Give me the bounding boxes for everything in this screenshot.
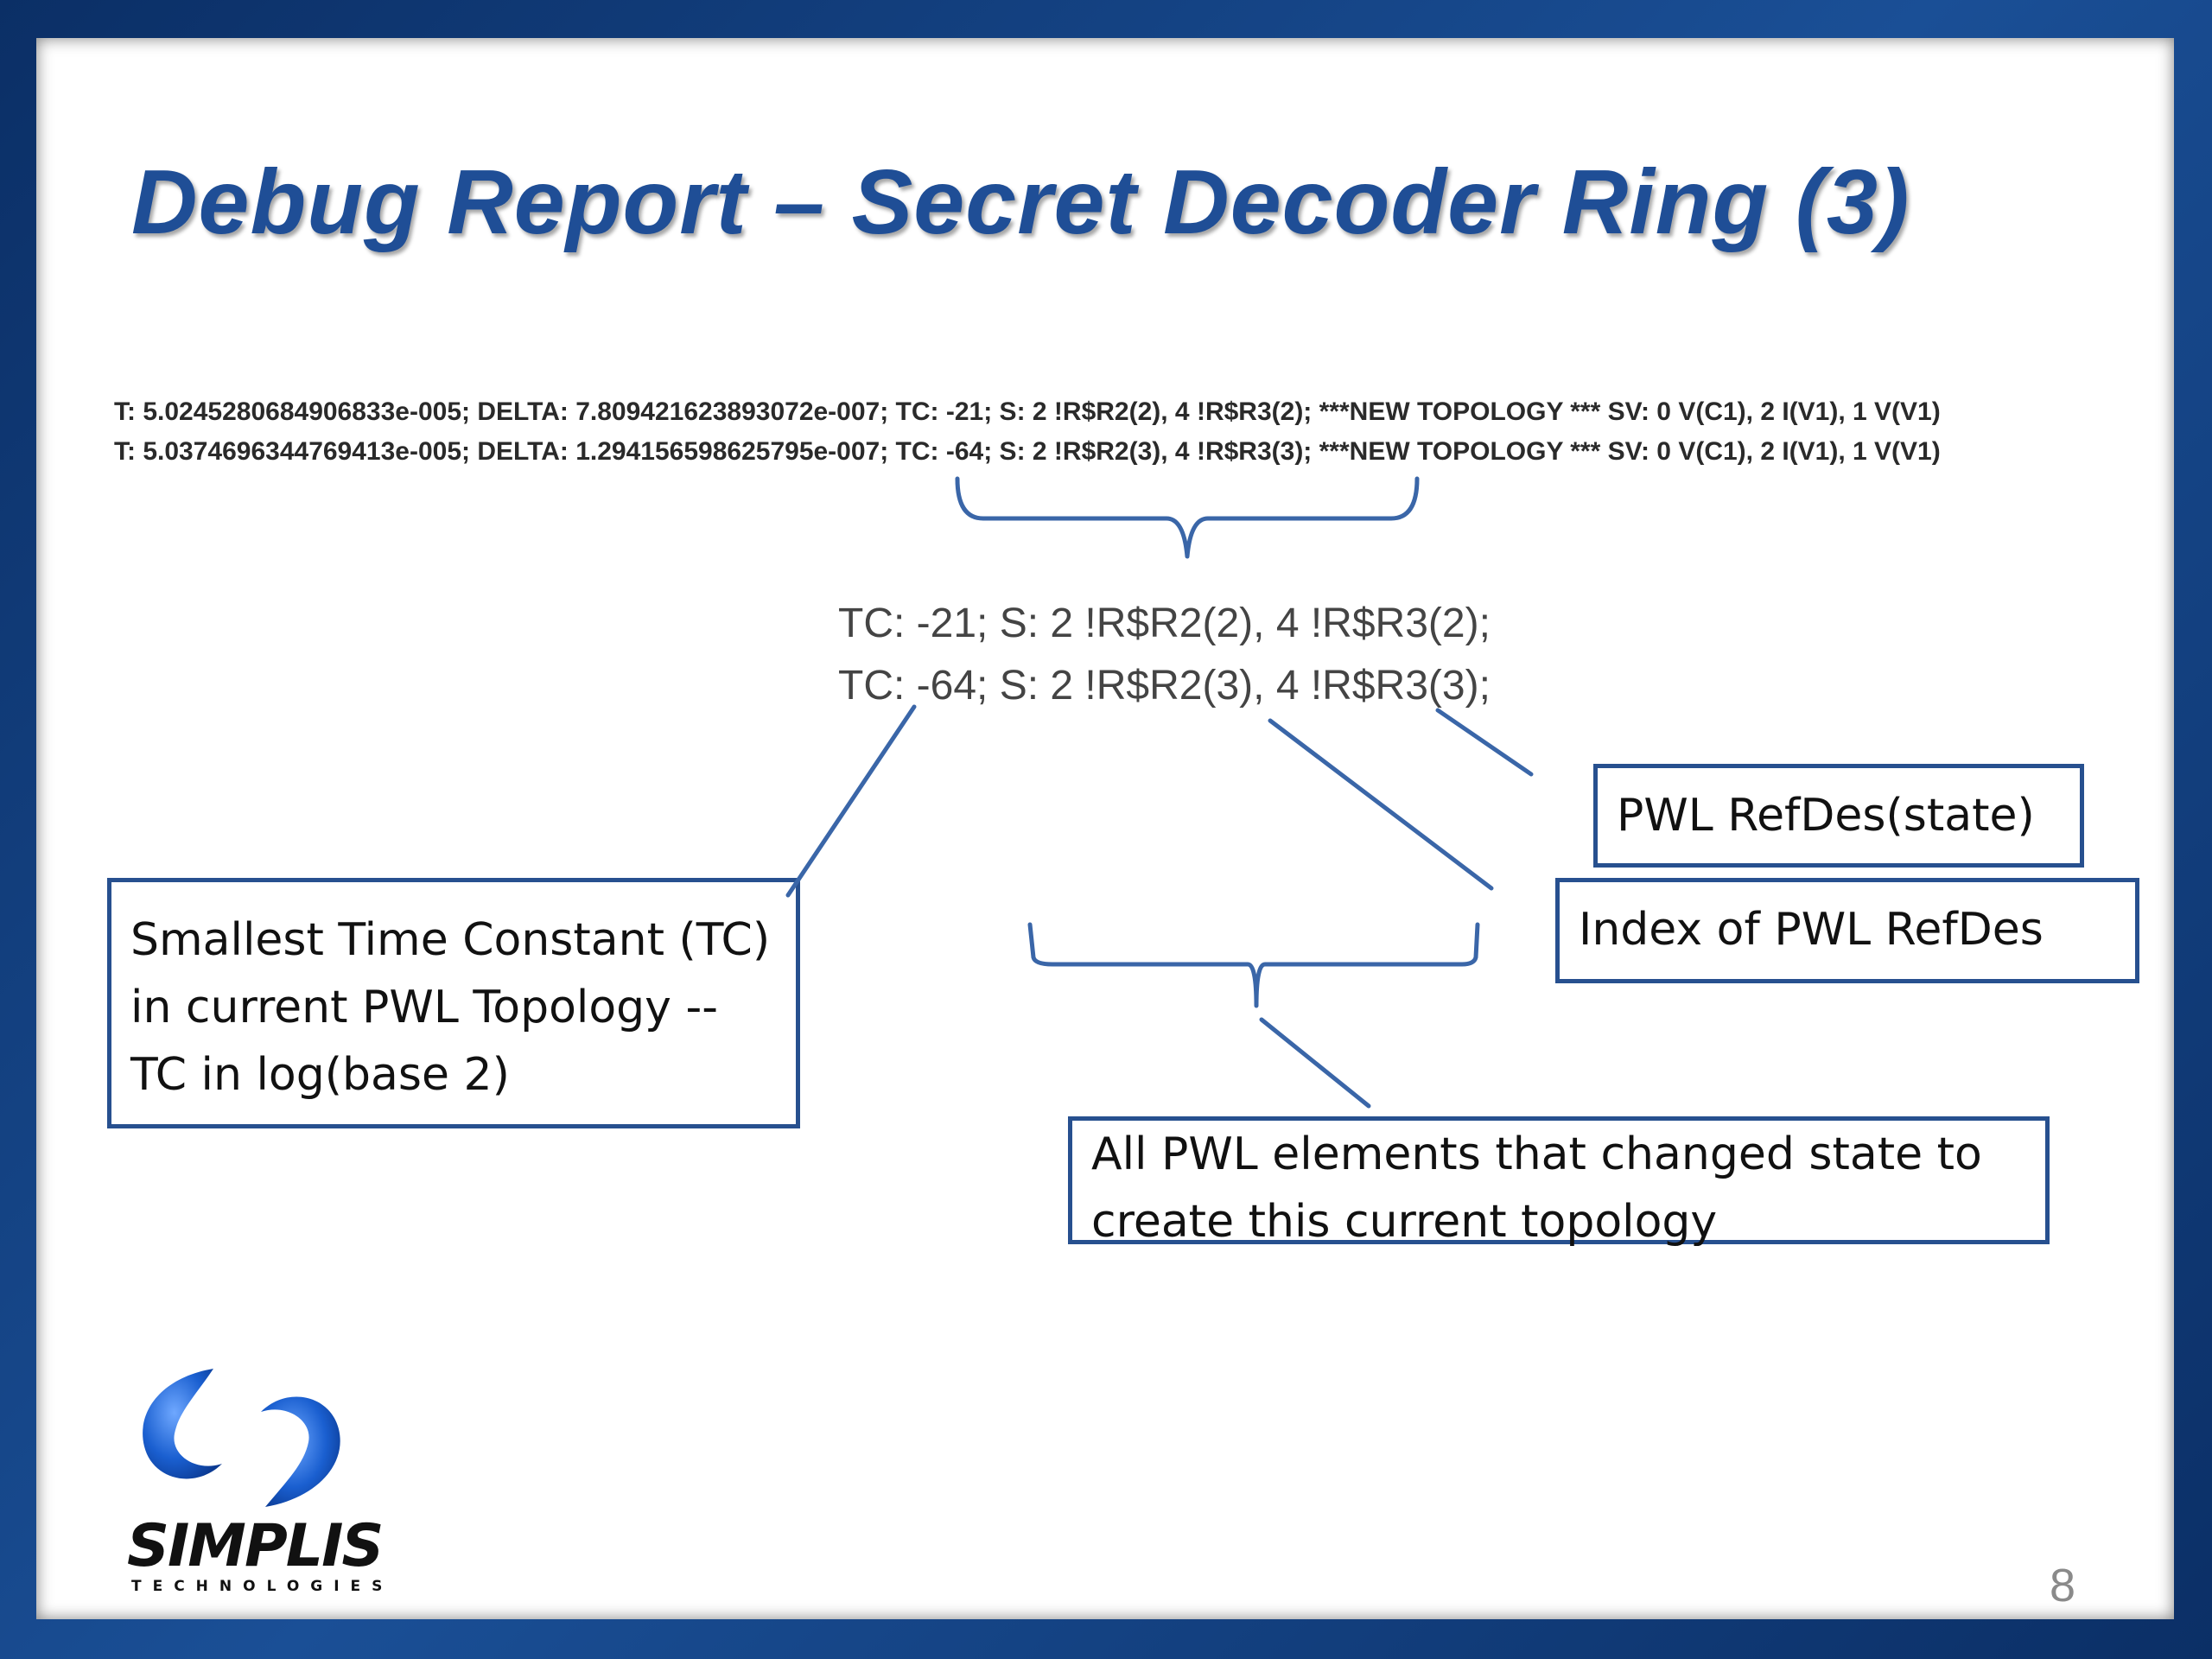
callout-smallest-tc-line-3: TC in log(base 2)	[130, 1049, 510, 1101]
callout-pwl-refdes-state: PWL RefDes(state)	[1593, 764, 2084, 868]
callout-all-pwl-elements: All PWL elements that changed state to c…	[1068, 1116, 2050, 1248]
connector-all-pwl	[1259, 1017, 1371, 1109]
callout-index-text: Index of PWL RefDes	[1579, 904, 2044, 956]
connector-tc	[785, 704, 917, 898]
top-bracket	[955, 476, 1420, 559]
simplis-logo-icon	[143, 1369, 340, 1507]
excerpt-line-2: TC: -64; S: 2 !R$R2(3), 4 !R$R3(3);	[838, 663, 1491, 709]
callout-pwl-refdes-state-text: PWL RefDes(state)	[1617, 790, 2035, 842]
callout-smallest-tc: Smallest Time Constant (TC) in current P…	[107, 878, 800, 1128]
middle-bracket	[1027, 922, 1480, 1008]
excerpt-line-1: TC: -21; S: 2 !R$R2(2), 4 !R$R3(2);	[838, 601, 1491, 646]
callout-smallest-tc-line-1: Smallest Time Constant (TC)	[130, 914, 771, 966]
connector-lines	[785, 476, 1534, 1109]
connector-index	[1268, 718, 1494, 891]
logo-subtitle: TECHNOLOGIES	[131, 1578, 394, 1595]
log-line-1: T: 5.0245280684906833e-005; DELTA: 7.809…	[114, 397, 1941, 426]
callout-index-of-pwl-refdes: Index of PWL RefDes	[1555, 878, 2139, 983]
log-line-2: T: 5.0374696344769413e-005; DELTA: 1.294…	[114, 437, 1941, 466]
callout-all-pwl-line-1: All PWL elements that changed state to	[1091, 1128, 1982, 1180]
logo-text: SIMPLIS	[127, 1512, 384, 1580]
slide-title: Debug Report – Secret Decoder Ring (3)	[131, 151, 1910, 253]
connector-refdes-state	[1435, 708, 1534, 777]
callout-smallest-tc-line-2: in current PWL Topology --	[130, 982, 718, 1033]
page-number: 8	[2050, 1560, 2076, 1611]
callout-all-pwl-line-2: create this current topology	[1091, 1196, 1718, 1248]
slide: Debug Report – Secret Decoder Ring (3) T…	[36, 38, 2174, 1619]
